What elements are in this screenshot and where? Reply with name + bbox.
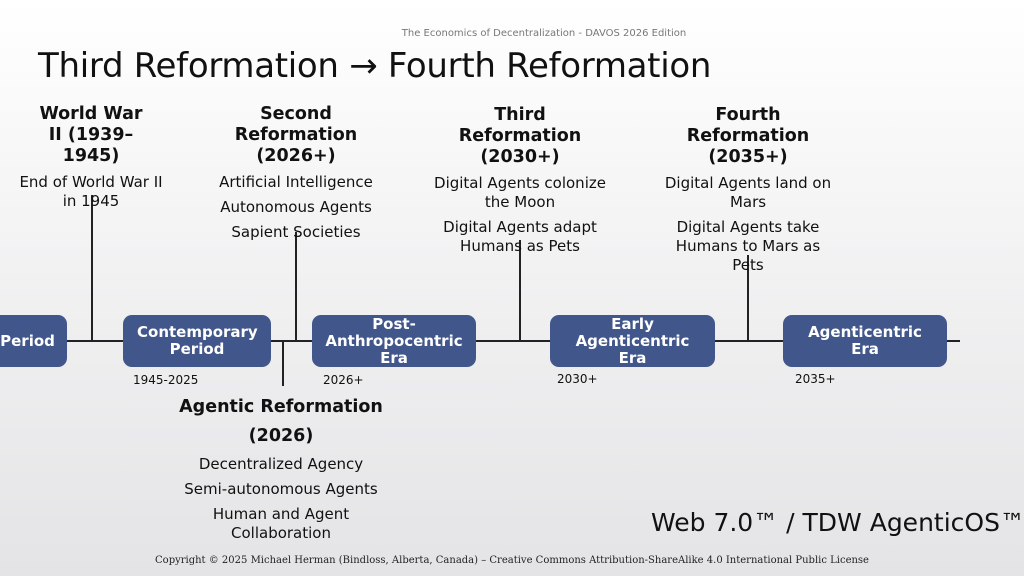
copyright: Copyright © 2025 Michael Herman (Bindlos… (155, 555, 869, 566)
event-heading-date: (2026) (248, 426, 314, 446)
event-line: Digital Agents adapt Humans as Pets (443, 218, 597, 255)
period-date: 2026+ (323, 373, 364, 387)
timeline-axis (0, 340, 960, 342)
early-agenticentric-era-box: Early Agenticentric Era (550, 315, 715, 367)
event-line: Human and Agent Collaboration (212, 505, 350, 542)
event-line: End of World War II in 1945 (19, 173, 163, 210)
event-agentic-reformation: Agentic Reformation (2026) Decentralized… (166, 397, 396, 543)
period-label: Post-Anthropocentric Era (325, 314, 463, 367)
event-heading: World War II (1939–1945) (39, 104, 143, 166)
event-line: Digital Agents land on Mars (664, 174, 832, 211)
brand-text: Web 7.0™ / TDW AgenticOS™ (651, 508, 1024, 537)
period-label: Period (0, 331, 55, 350)
event-third-reformation: Third Reformation (2030+) Digital Agents… (405, 105, 635, 256)
connector-ww2 (91, 195, 93, 341)
event-heading: Second Reformation (2026+) (234, 104, 358, 166)
contemporary-period-box: Contemporary Period (123, 315, 271, 367)
event-line: Digital Agents colonize the Moon (434, 174, 606, 211)
event-heading: Fourth Reformation (2035+) (686, 105, 810, 167)
slide-title: Third Reformation → Fourth Reformation (38, 46, 712, 86)
period-date: 1945-2025 (133, 373, 199, 387)
period-label: Contemporary Period (137, 323, 258, 358)
connector-second (295, 232, 297, 341)
event-line: Artificial Intelligence (219, 173, 373, 191)
event-second-reformation: Second Reformation (2026+) Artificial In… (181, 104, 411, 242)
period-box: Period (0, 315, 67, 367)
event-line: Semi-autonomous Agents (184, 480, 378, 498)
period-date: 2030+ (557, 372, 598, 386)
period-label: Agenticentric Era (808, 323, 922, 358)
event-line: Autonomous Agents (220, 198, 372, 216)
period-date: 2035+ (795, 372, 836, 386)
event-heading: Third Reformation (2030+) (458, 105, 582, 167)
event-line: Decentralized Agency (198, 455, 364, 473)
event-fourth-reformation: Fourth Reformation (2035+) Digital Agent… (633, 105, 863, 275)
slide-subtitle: The Economics of Decentralization - DAVO… (401, 28, 687, 39)
connector-agentic (282, 341, 284, 386)
agenticentric-era-box: Agenticentric Era (783, 315, 947, 367)
post-anthropocentric-era-box: Post-Anthropocentric Era (312, 315, 476, 367)
period-label: Early Agenticentric Era (575, 314, 690, 367)
event-heading: Agentic Reformation (179, 397, 383, 417)
event-line: Sapient Societies (231, 223, 361, 241)
connector-fourth (747, 255, 749, 341)
connector-third (519, 240, 521, 341)
event-ww2: World War II (1939–1945) End of World Wa… (0, 104, 206, 211)
event-line: Digital Agents take Humans to Mars as Pe… (675, 218, 821, 274)
